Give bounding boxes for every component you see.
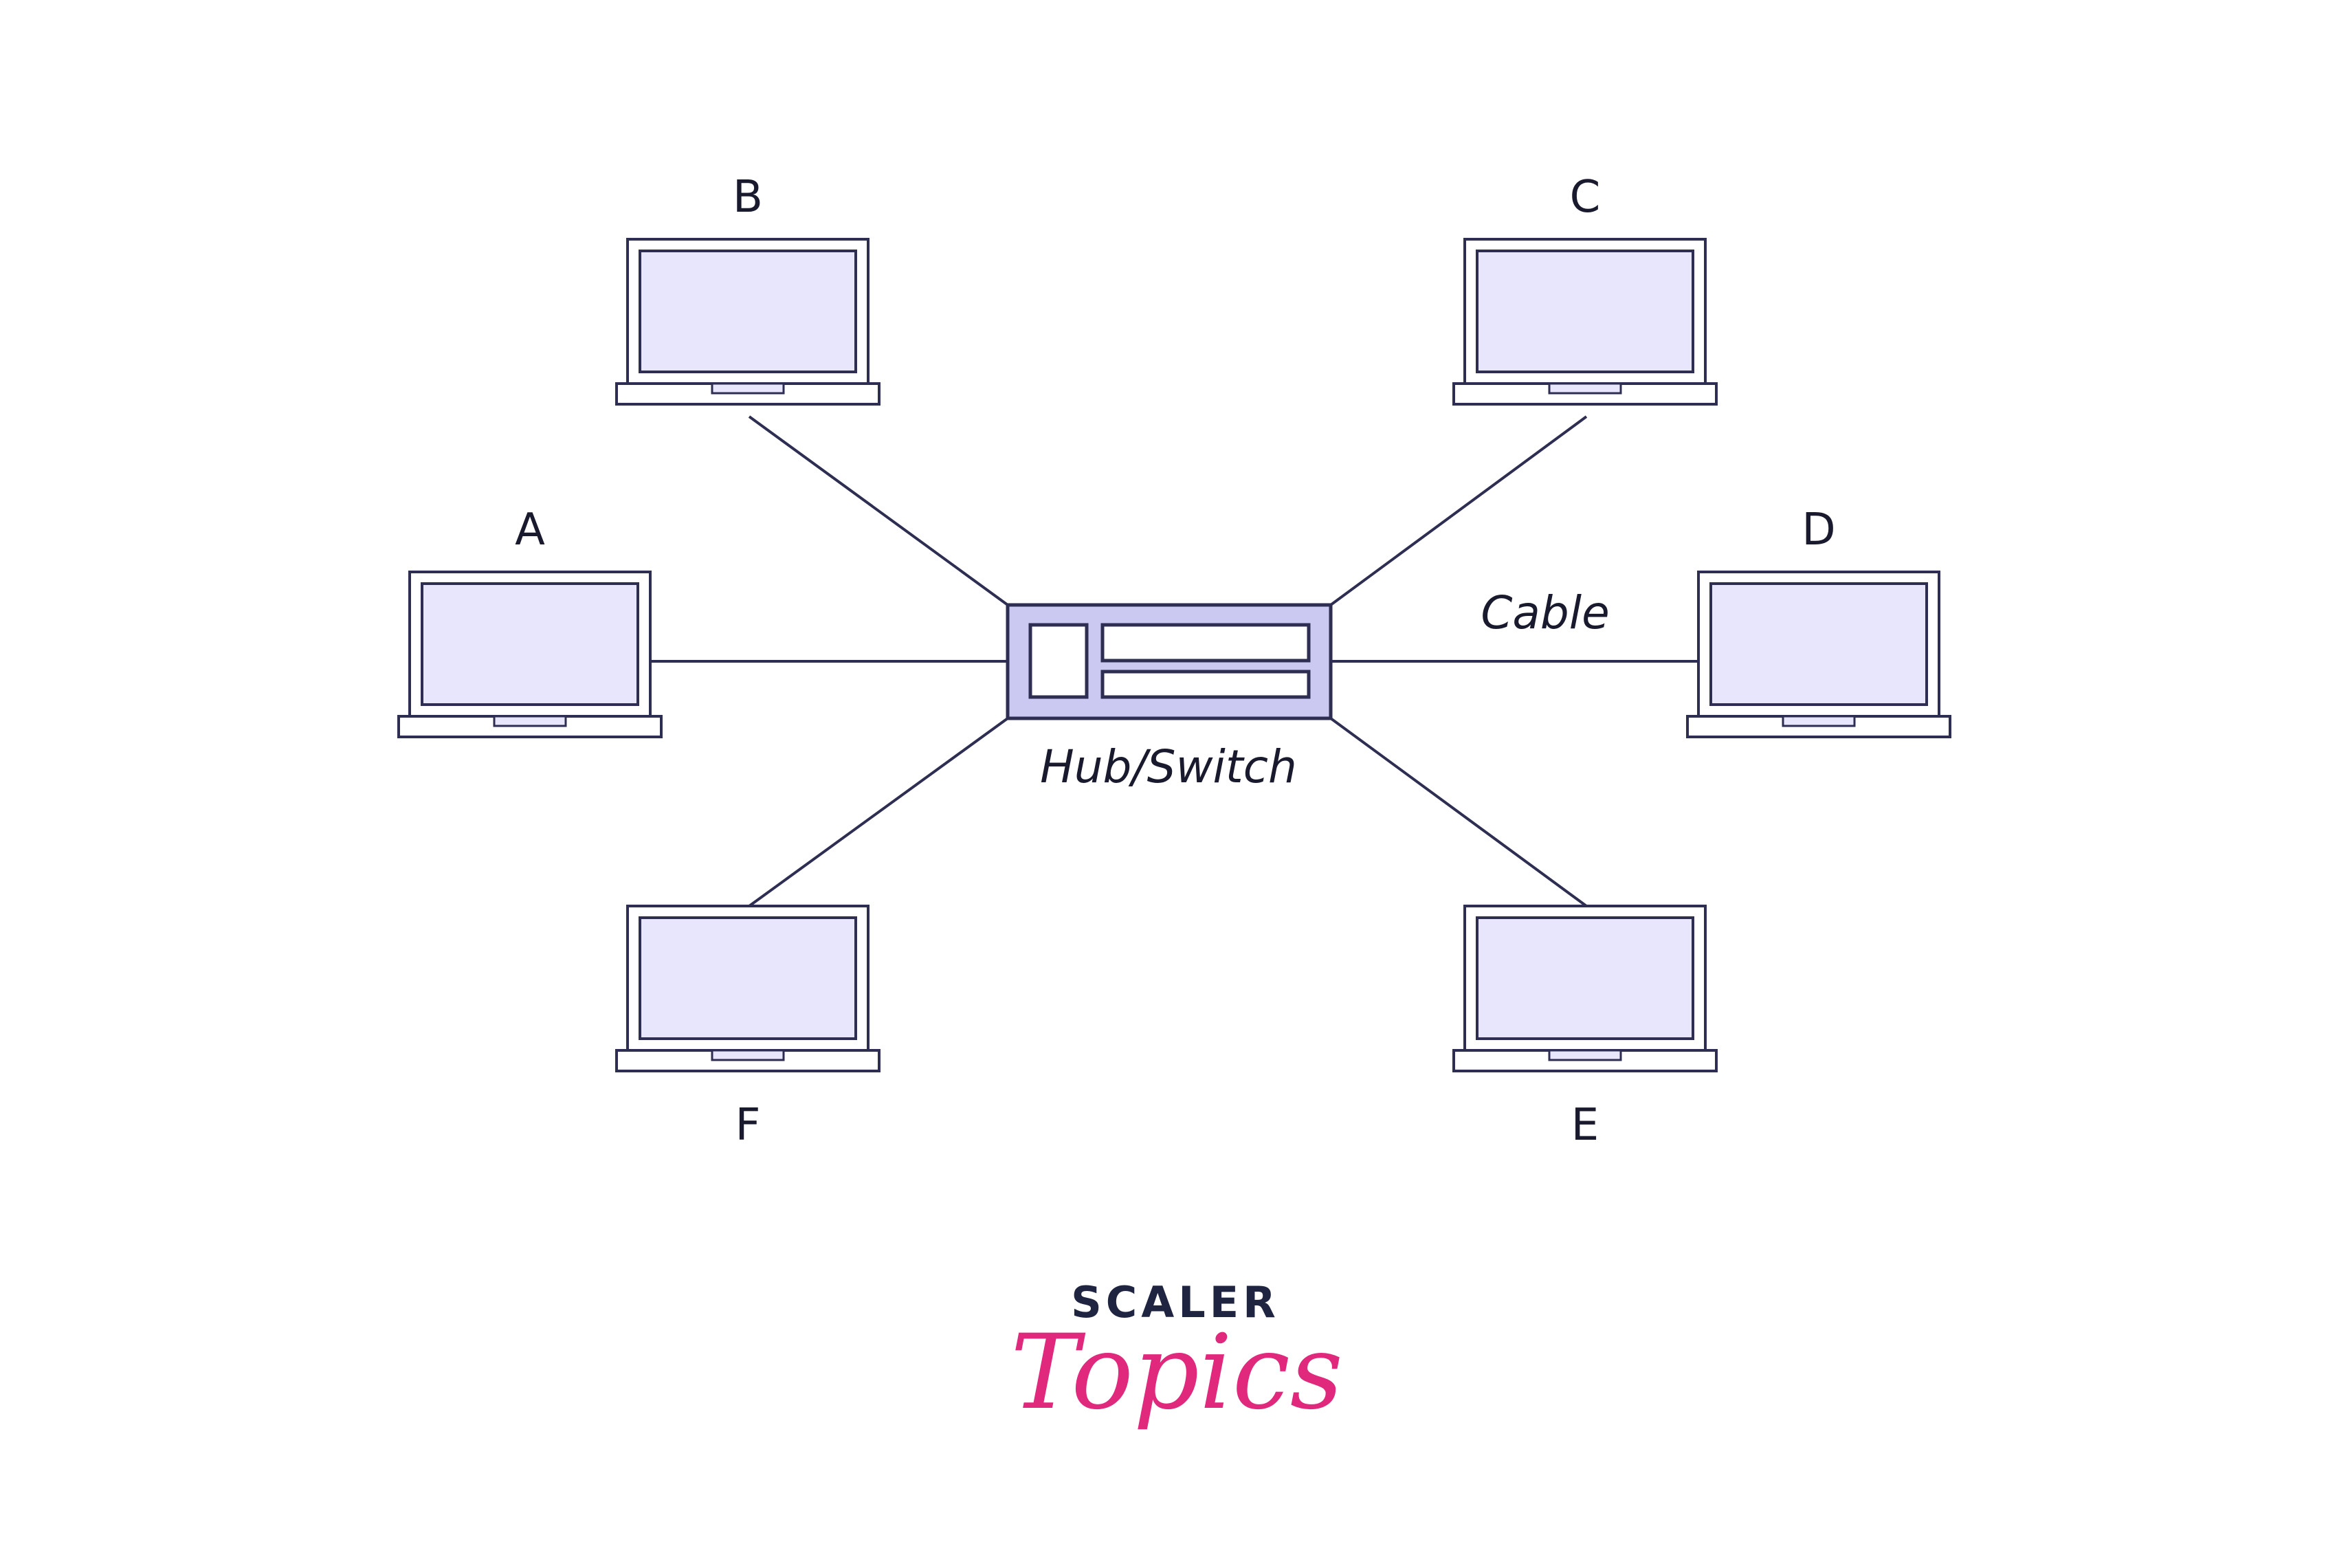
hub-port-bottom bbox=[1100, 670, 1311, 699]
laptop-screen bbox=[639, 916, 857, 1040]
cable-hub-to-b bbox=[748, 415, 1009, 606]
laptop-e: E bbox=[1452, 905, 1718, 1151]
laptop-screen bbox=[639, 250, 857, 373]
hub-switch bbox=[1006, 603, 1333, 720]
laptop-screen bbox=[1476, 916, 1694, 1040]
logo-bottom-text: Topics bbox=[1010, 1313, 1343, 1433]
laptop-a: A bbox=[397, 505, 663, 738]
node-label-a: A bbox=[515, 505, 545, 555]
laptop-notch bbox=[1782, 715, 1856, 727]
cable-hub-to-e bbox=[1329, 717, 1588, 907]
node-label-f: F bbox=[735, 1100, 761, 1151]
laptop-screen bbox=[1476, 250, 1694, 373]
scaler-topics-logo: SCALER Topics bbox=[1010, 1277, 1343, 1433]
laptop-notch bbox=[1548, 382, 1622, 395]
laptop-f: F bbox=[615, 905, 880, 1151]
laptop-notch bbox=[711, 1049, 785, 1061]
node-label-b: B bbox=[733, 172, 763, 223]
cable-label: Cable bbox=[1481, 586, 1609, 639]
hub-port-top bbox=[1100, 623, 1311, 663]
laptop-notch bbox=[1548, 1049, 1622, 1061]
node-label-e: E bbox=[1571, 1100, 1599, 1151]
hub-label: Hub/Switch bbox=[1040, 740, 1297, 793]
laptop-notch bbox=[711, 382, 785, 395]
cable-hub-to-f bbox=[748, 717, 1009, 907]
laptop-screen bbox=[421, 582, 639, 706]
laptop-notch bbox=[493, 715, 567, 727]
laptop-screen bbox=[1709, 582, 1928, 706]
node-label-d: D bbox=[1802, 505, 1835, 555]
laptop-c: C bbox=[1452, 172, 1718, 406]
cable-hub-to-c bbox=[1329, 415, 1588, 606]
hub-port-square bbox=[1028, 623, 1089, 699]
laptops: A B C D E F bbox=[397, 172, 1951, 1151]
laptop-b: B bbox=[615, 172, 880, 406]
laptop-d: D bbox=[1686, 505, 1951, 738]
cables bbox=[650, 415, 1698, 907]
logo-top-text: SCALER bbox=[1071, 1277, 1280, 1327]
node-label-c: C bbox=[1570, 172, 1601, 223]
